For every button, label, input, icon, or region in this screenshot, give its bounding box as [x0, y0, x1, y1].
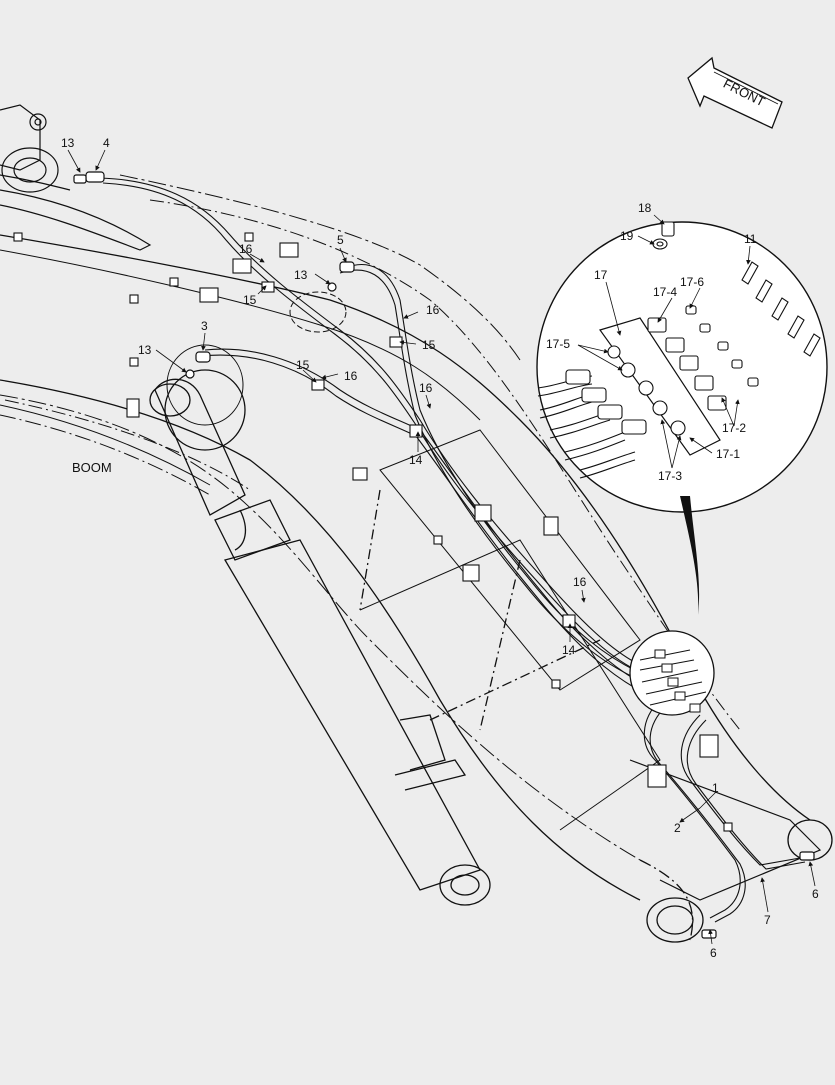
callout-5: 5 — [337, 233, 344, 247]
callout-2: 2 — [674, 821, 681, 835]
hose-lines — [99, 177, 806, 923]
callout-17-6: 17-6 — [680, 275, 704, 289]
boom-label: BOOM — [72, 460, 112, 475]
callout-15: 15 — [296, 358, 310, 372]
front-arrow: FRONT — [687, 56, 783, 129]
callout-6: 6 — [812, 887, 819, 901]
callout-16: 16 — [426, 303, 440, 317]
callout-7: 7 — [764, 913, 771, 927]
callout-1: 1 — [712, 781, 719, 795]
callout-16: 16 — [344, 369, 358, 383]
callout-14: 14 — [562, 643, 576, 657]
callout-16: 16 — [419, 381, 433, 395]
callout-19: 19 — [620, 229, 634, 243]
callout-16: 16 — [239, 242, 253, 256]
boom-top-mechanism — [0, 104, 152, 251]
boom-cylinder — [149, 369, 491, 906]
callout-6: 6 — [710, 946, 717, 960]
callout-16: 16 — [573, 575, 587, 589]
callout-15: 15 — [422, 338, 436, 352]
callout-17-1: 17-1 — [716, 447, 740, 461]
clamps — [13, 232, 733, 832]
callout-14: 14 — [409, 453, 423, 467]
callout-17-5: 17-5 — [546, 337, 570, 351]
callout-13: 13 — [61, 136, 75, 150]
callout-4: 4 — [103, 136, 110, 150]
arm-cylinder-outline — [0, 404, 211, 496]
callout-13: 13 — [138, 343, 152, 357]
callout-17-3: 17-3 — [658, 469, 682, 483]
callout-18: 18 — [638, 201, 652, 215]
block-magnifier — [629, 630, 715, 716]
boom-foot-boss — [646, 819, 833, 943]
detail-circle — [289, 291, 347, 333]
callout-labels: 13 4 5 13 16 15 16 15 3 13 15 16 16 14 1… — [61, 136, 819, 960]
callout-3: 3 — [201, 319, 208, 333]
callout-17-4: 17-4 — [653, 285, 677, 299]
cylinder-ring — [166, 344, 244, 426]
callout-13: 13 — [294, 268, 308, 282]
callout-15: 15 — [243, 293, 257, 307]
callout-11: 11 — [744, 232, 757, 246]
leader-lines — [67, 149, 816, 945]
callout-17: 17 — [594, 268, 608, 282]
callout-17-2: 17-2 — [722, 421, 746, 435]
